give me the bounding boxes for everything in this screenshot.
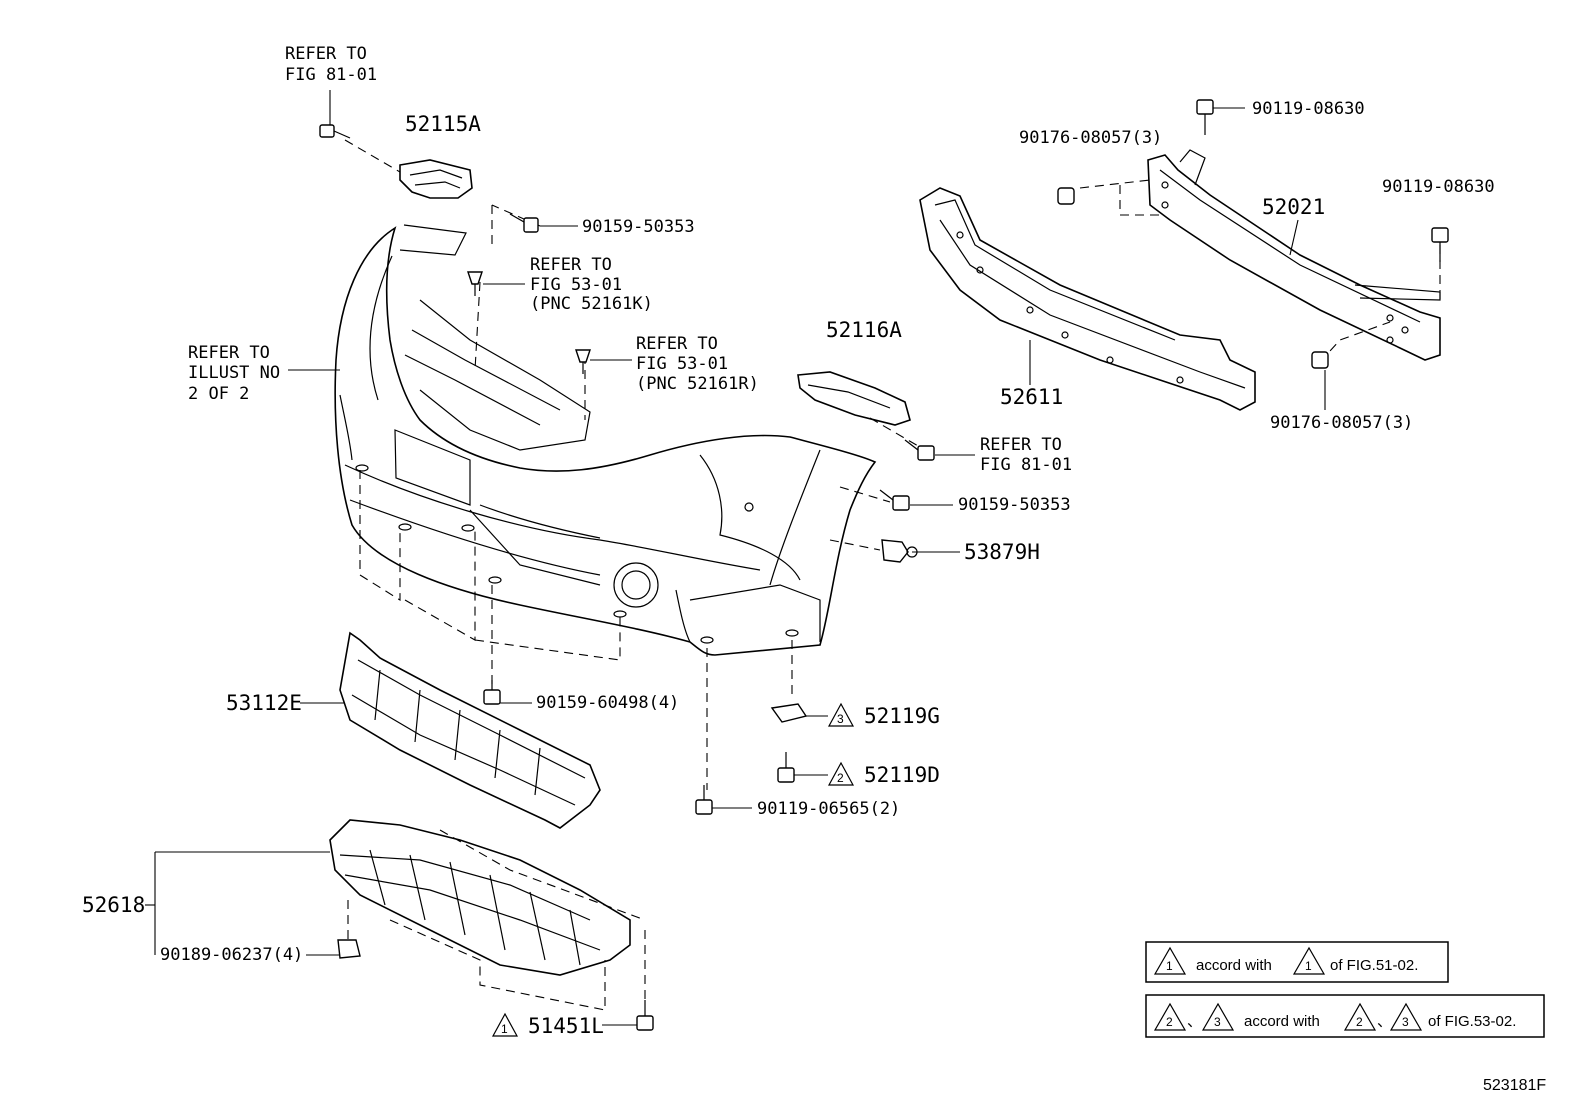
- part-label-51451L: 51451L: [528, 1014, 604, 1038]
- legend-2-tri-a: 2: [1166, 1015, 1173, 1029]
- legend-2-tri-c: 2: [1356, 1015, 1363, 1029]
- figure-code: 523181F: [1483, 1077, 1546, 1094]
- ref-fig5301-r-line1: REFER TO: [636, 334, 718, 354]
- triangle-mark-2-number: 2: [837, 771, 844, 785]
- nut-icon: [770, 703, 808, 723]
- legend-2-sep2: 、: [1377, 1013, 1392, 1030]
- part-label-52119D: 52119D: [864, 763, 940, 787]
- bolt-icon: [879, 489, 910, 511]
- ref-fig8101-right-line1: REFER TO: [980, 435, 1062, 455]
- triangle-mark-1-icon: 1: [491, 1012, 519, 1037]
- ref-illust-line3: 2 OF 2: [188, 384, 249, 404]
- part-label-52115A: 52115A: [405, 112, 481, 136]
- ref-fig8101-top-line2: FIG 81-01: [285, 65, 377, 85]
- fasteners-drawing: [319, 99, 1449, 1031]
- legend-box-1: 1 accord with 1 of FIG.51-02.: [1145, 941, 1449, 983]
- clip-icon: [575, 349, 591, 374]
- bolt-icon: [904, 439, 935, 461]
- fastener-label-90176-08057-top: 90176-08057(3): [1019, 128, 1162, 148]
- ref-fig8101-top-line1: REFER TO: [285, 44, 367, 64]
- fastener-label-90159-60498: 90159-60498(4): [536, 693, 679, 713]
- nut-icon: [1311, 351, 1329, 369]
- part-label-53112E: 53112E: [226, 691, 302, 715]
- under-cover-52618-drawing: [329, 819, 631, 976]
- bolt-icon: [777, 752, 795, 783]
- part-label-52021: 52021: [1262, 195, 1325, 219]
- legend-2-suffix: of FIG.53-02.: [1428, 1013, 1516, 1030]
- legend-box-2: 2 、 3 accord with 2 、 3 of FIG.53-02.: [1145, 994, 1545, 1038]
- part-label-53879H: 53879H: [964, 540, 1040, 564]
- part-label-52611: 52611: [1000, 385, 1063, 409]
- triangle-mark-1-number: 1: [501, 1022, 508, 1036]
- fastener-label-90189-06237: 90189-06237(4): [160, 945, 303, 965]
- part-label-52116A: 52116A: [826, 318, 902, 342]
- ref-fig5301-r-line2: FIG 53-01: [636, 354, 728, 374]
- bolt-icon: [1196, 99, 1214, 135]
- ref-illust-line2: ILLUST NO: [188, 363, 280, 383]
- fastener-label-90119-08630-right: 90119-08630: [1382, 177, 1495, 197]
- nut-icon: [1057, 187, 1075, 205]
- leader-lines: [145, 90, 1326, 1026]
- legend-1-tri-a: 1: [1166, 959, 1173, 973]
- triangle-mark-3-icon: 3: [827, 702, 855, 727]
- ref-fig5301-k-line1: REFER TO: [530, 255, 612, 275]
- bumper-cover-drawing: [334, 224, 877, 656]
- fastener-label-90159-50353-mid: 90159-50353: [958, 495, 1071, 515]
- fastener-label-90119-06565: 90119-06565(2): [757, 799, 900, 819]
- fastener-label-90159-50353-top: 90159-50353: [582, 217, 695, 237]
- part-label-52119G: 52119G: [864, 704, 940, 728]
- legend-2-sep1: 、: [1187, 1013, 1202, 1030]
- grille-53112E-drawing: [339, 631, 601, 829]
- ref-illust-line1: REFER TO: [188, 343, 270, 363]
- legend-2-tri-d: 3: [1402, 1015, 1409, 1029]
- ref-fig5301-k-line2: FIG 53-01: [530, 275, 622, 295]
- triangle-mark-3-number: 3: [837, 712, 844, 726]
- legend-1-text: accord with: [1196, 957, 1272, 974]
- legend-1-tri-b: 1: [1305, 959, 1312, 973]
- clip-icon: [881, 539, 918, 563]
- legend-1-suffix: of FIG.51-02.: [1330, 957, 1418, 974]
- ref-fig8101-right-line2: FIG 81-01: [980, 455, 1072, 475]
- bolt-icon: [483, 680, 501, 705]
- part-label-52618: 52618: [82, 893, 145, 917]
- bolt-icon: [695, 785, 713, 815]
- triangle-mark-2-icon: 2: [827, 761, 855, 786]
- reinforcement-52021-drawing: [1147, 149, 1441, 361]
- absorber-52611-drawing: [919, 187, 1256, 411]
- bolt-icon: [509, 213, 539, 233]
- fastener-label-90176-08057-bottom: 90176-08057(3): [1270, 413, 1413, 433]
- bracket-52116A-drawing: [797, 371, 911, 426]
- legend-2-tri-b: 3: [1214, 1015, 1221, 1029]
- bolt-icon: [319, 124, 351, 139]
- bolt-icon: [1431, 227, 1449, 262]
- ref-fig5301-r-line3: (PNC 52161R): [636, 374, 759, 394]
- bolt-icon: [636, 1000, 654, 1031]
- ref-fig5301-k-line3: (PNC 52161K): [530, 294, 653, 314]
- clip-icon: [467, 271, 483, 296]
- assembly-dashed-lines: [344, 139, 1441, 1011]
- legend-2-text: accord with: [1244, 1013, 1320, 1030]
- clip-icon: [337, 939, 361, 959]
- fastener-label-90119-08630-top: 90119-08630: [1252, 99, 1365, 119]
- bracket-52115A-drawing: [399, 159, 473, 199]
